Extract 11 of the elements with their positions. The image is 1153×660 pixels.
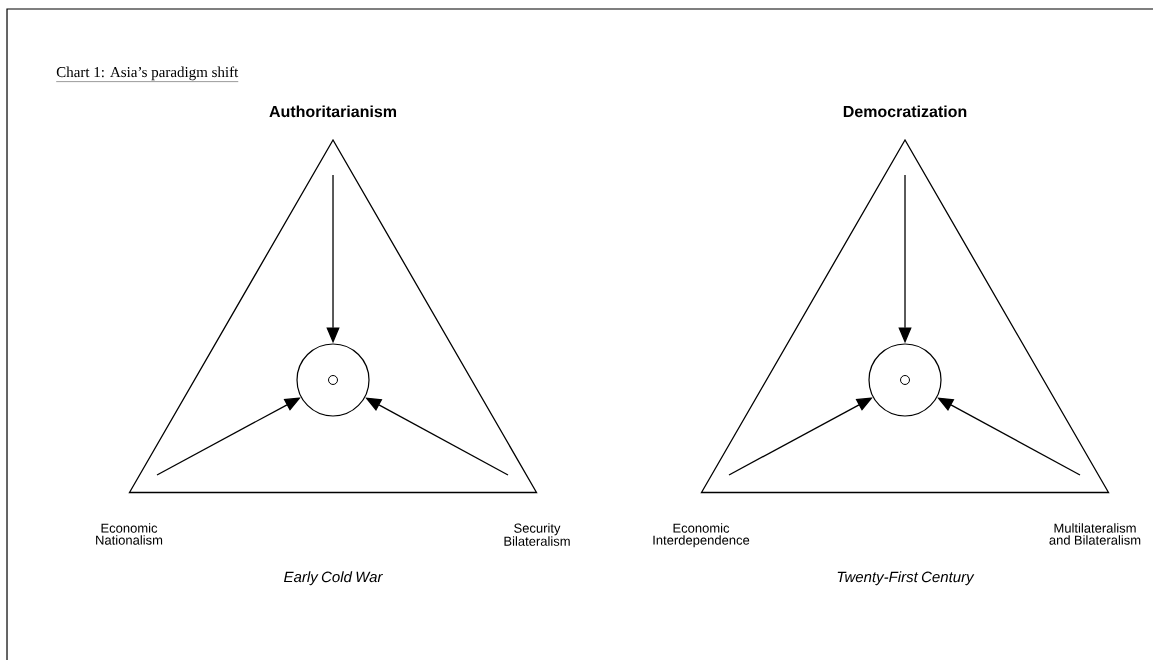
corner-label: Security Bilateralism (504, 523, 570, 546)
era-caption: Early Cold War (284, 571, 383, 586)
corner-label: Economic Nationalism (96, 523, 163, 545)
target-circle (296, 343, 370, 417)
corner-label: Economic Interdependence (653, 523, 750, 548)
corner-label: Multilateralism and Bilateralism (1049, 523, 1141, 545)
target-circle (868, 343, 942, 417)
heading: Authoritarianism (269, 105, 397, 118)
era-caption: Twenty-First Century (837, 571, 975, 586)
heading: Democratization (843, 105, 967, 118)
chart-title: Chart 1: Asia’s paradigm shift (56, 66, 239, 82)
